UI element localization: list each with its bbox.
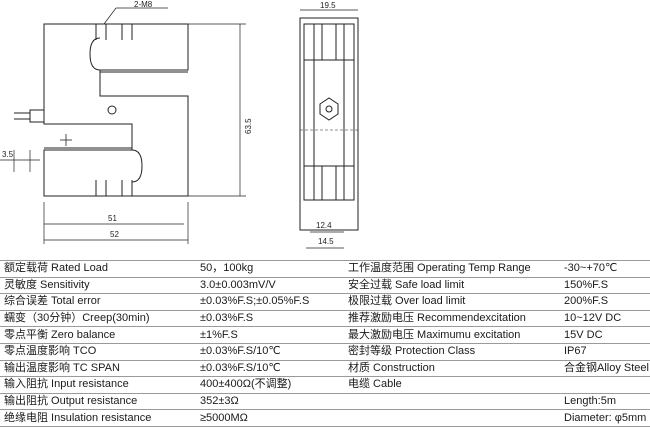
spec-right-label: 推荐激励电压 Recommendexcitation: [344, 309, 560, 327]
spec-right-value: 15V DC: [560, 326, 650, 344]
spec-right-value: Diameter: φ5mm: [560, 409, 650, 427]
spec-left-label: 灵敏度 Sensitivity: [0, 276, 196, 294]
spec-right-value: [560, 376, 650, 394]
technical-drawing: 2-M8 3.5 51 52 63.5 19.5 12.4 14.5: [0, 0, 359, 249]
spec-left-label: 蠕变（30分钟）Creep(30min): [0, 309, 196, 327]
spec-right-value: Length:5m: [560, 392, 650, 410]
spec-right-label: [344, 409, 560, 427]
spec-right-value: IP67: [560, 342, 650, 361]
spec-left-value: ±0.03%F.S/10℃: [196, 359, 344, 377]
spec-right-value: 200%F.S: [560, 293, 650, 311]
spec-left-label: 输出阻抗 Output resistance: [0, 392, 196, 410]
spec-left-value: 352±3Ω: [196, 392, 344, 410]
spec-left-label: 综合误差 Total error: [0, 293, 196, 311]
dim-base-label: 14.5: [318, 237, 334, 246]
spec-right-label: [344, 392, 560, 410]
spec-right-label: 密封等级 Protection Class: [344, 342, 560, 361]
dim-side-width-label: 19.5: [320, 1, 336, 10]
spec-left-value: 50，100kg: [196, 260, 344, 278]
side-view: [299, 9, 359, 249]
spec-left-value: ±1%F.S: [196, 326, 344, 344]
spec-left-label: 绝缘电阻 Insulation resistance: [0, 409, 196, 427]
dim-inner-width-label: 51: [108, 214, 117, 223]
front-view: [0, 7, 246, 244]
dim-cable-offset-label: 3.5: [2, 150, 14, 159]
spec-right-label: 工作温度范围 Operating Temp Range: [344, 260, 560, 278]
spec-right-label: 最大激励电压 Maximumu excitation: [344, 326, 560, 344]
spec-left-label: 输入阻抗 Input resistance: [0, 376, 196, 394]
spec-right-value: 合金钢Alloy Steel: [560, 359, 650, 377]
spec-left-value: 3.0±0.003mV/V: [196, 276, 344, 294]
spec-left-label: 零点温度影响 TCO: [0, 342, 196, 361]
spec-right-value: -30~+70℃: [560, 260, 650, 278]
spec-left-label: 零点平衡 Zero balance: [0, 326, 196, 344]
spec-left-label: 输出温度影响 TC SPAN: [0, 359, 196, 377]
dim-height-label: 63.5: [244, 118, 253, 134]
spec-right-label: 极限过载 Over load limit: [344, 293, 560, 311]
spec-left-value: ±0.03%F.S/10℃: [196, 342, 344, 361]
spec-row: 绝缘电阻 Insulation resistance≥5000MΩ Diamete…: [0, 409, 650, 427]
spec-right-value: 10~12V DC: [560, 309, 650, 327]
spec-left-label: 额定载荷 Rated Load: [0, 260, 196, 278]
spec-left-value: 400±400Ω(不调整): [196, 376, 344, 394]
spec-right-value: 150%F.S: [560, 276, 650, 294]
spec-left-value: ±0.03%F.S;±0.05%F.S: [196, 293, 344, 311]
spec-right-label: 材质 Construction: [344, 359, 560, 377]
spec-left-value: ≥5000MΩ: [196, 409, 344, 427]
spec-right-label: 安全过载 Safe load limit: [344, 276, 560, 294]
spec-right-label: 电缆 Cable: [344, 376, 560, 394]
dim-outer-width-label: 52: [110, 230, 119, 239]
spec-left-value: ±0.03%F.S: [196, 309, 344, 327]
dim-thread-label: 2-M8: [134, 0, 153, 9]
dim-slot-label: 12.4: [316, 221, 332, 230]
